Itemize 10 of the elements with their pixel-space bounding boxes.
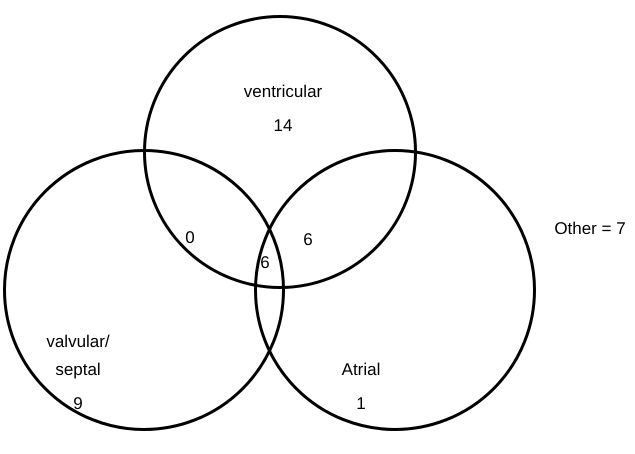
set-count: 1 bbox=[356, 393, 366, 415]
set-count: 14 bbox=[274, 115, 292, 137]
overlap-count: 6 bbox=[303, 229, 313, 251]
set-count: 9 bbox=[73, 393, 83, 415]
set-name: Atrial bbox=[342, 359, 380, 381]
overlap-count: 6 bbox=[260, 252, 270, 274]
set-name: ventricular bbox=[244, 81, 322, 103]
note-text: Other = 7 bbox=[554, 218, 626, 240]
overlap-count: 0 bbox=[185, 227, 195, 249]
set-name: valvular/ septal bbox=[45, 331, 111, 381]
